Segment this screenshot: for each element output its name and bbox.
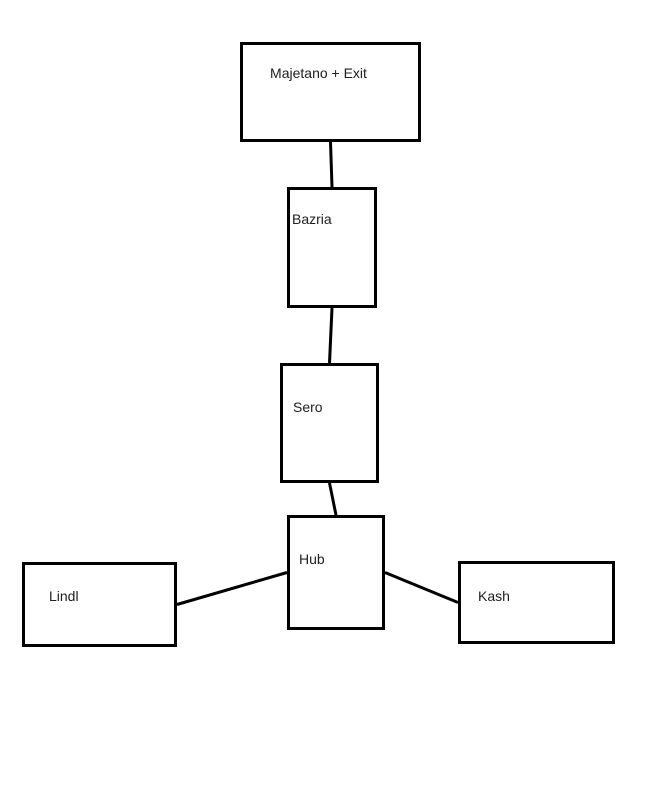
node-bazria-label: Bazria	[292, 211, 332, 227]
node-kash-label: Kash	[478, 588, 510, 604]
node-majetano-exit-label: Majetano + Exit	[270, 65, 367, 81]
edge-hub-kash	[384, 571, 459, 604]
edge-sero-hub	[328, 482, 338, 516]
edge-majetano-exit-bazria	[329, 141, 334, 188]
edge-lindl-hub	[176, 571, 288, 606]
node-hub[interactable]: Hub	[287, 515, 385, 630]
node-sero[interactable]: Sero	[280, 363, 379, 483]
node-hub-label: Hub	[299, 551, 325, 567]
edge-bazria-sero	[328, 307, 334, 364]
node-bazria[interactable]: Bazria	[287, 187, 377, 308]
node-kash[interactable]: Kash	[458, 561, 615, 644]
node-lindl[interactable]: Lindl	[22, 562, 177, 647]
node-sero-label: Sero	[293, 399, 323, 415]
node-lindl-label: Lindl	[49, 588, 79, 604]
node-majetano-exit[interactable]: Majetano + Exit	[240, 42, 421, 142]
